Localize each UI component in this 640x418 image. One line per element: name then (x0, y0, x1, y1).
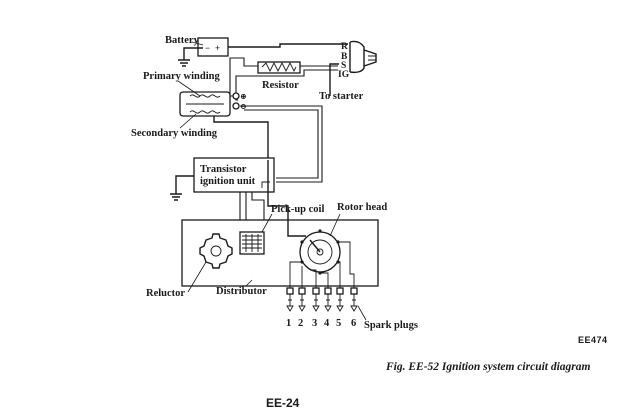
spark-plug-leads (289, 241, 355, 288)
plug-number-2: 2 (298, 318, 303, 329)
spark-plug-numbers: 1 2 3 4 5 6 (286, 318, 356, 329)
page-number: EE-24 (266, 396, 300, 410)
resistor-to-coil-wire (229, 57, 258, 97)
transistor-label-line2: ignition unit (200, 176, 256, 187)
spark-plug-1-icon (286, 287, 294, 312)
coil-hightension-lead (213, 116, 269, 160)
reluctor-label: Reluctor (146, 288, 185, 299)
to-starter-wire (329, 63, 339, 96)
figure-code: EE474 (578, 335, 608, 345)
spark-plugs-label: Spark plugs (364, 320, 418, 331)
pickup-coil-icon (239, 231, 265, 255)
coil-negative-wire-b (244, 109, 319, 179)
transistor-ground-icon (170, 175, 194, 201)
secondary-winding-label: Secondary winding (131, 128, 218, 139)
switch-terminal-ig: IG (338, 70, 350, 80)
switch-terminal-s: S (341, 61, 346, 71)
distributor-label: Distributor (216, 286, 267, 297)
ignition-coil-icon: ⊕ ⊖ (179, 91, 247, 117)
ig-bypass-wire (240, 69, 338, 77)
resistor-icon (257, 61, 301, 74)
battery-ground-icon (178, 47, 203, 67)
pickup-signal-wire-c (251, 192, 265, 226)
battery-leader (191, 41, 204, 46)
figure-caption: Fig. EE-52 Ignition system circuit diagr… (386, 361, 591, 373)
rotor-head-leader (329, 213, 341, 237)
pickup-coil-label: Pick-up coil (271, 204, 324, 215)
coil-lead-to-cap (267, 160, 306, 237)
spark-plug-5-icon (336, 287, 344, 312)
transistor-label-line1: Transistor (200, 164, 247, 175)
reluctor-icon (199, 233, 233, 269)
battery: − + (197, 37, 229, 57)
battery-plus-sign: + (215, 43, 220, 53)
battery-feed-wire (228, 43, 348, 48)
pickup-coil-leader (261, 213, 273, 233)
to-starter-label: To starter (319, 91, 364, 102)
plug-number-3: 3 (312, 318, 317, 329)
plug-number-4: 4 (324, 318, 330, 329)
switch-terminal-b: B (341, 52, 348, 62)
switch-terminal-labels: R B S IG (338, 42, 350, 80)
plug-number-6: 6 (351, 318, 356, 329)
spark-plug-6-icon (350, 287, 358, 312)
ignition-switch-icon (349, 40, 377, 74)
spark-plugs-leader (357, 305, 367, 321)
spark-plug-4-icon (324, 287, 332, 312)
primary-winding-label: Primary winding (143, 71, 220, 82)
plug-number-1: 1 (286, 318, 291, 329)
rotor-head-icon (299, 229, 341, 275)
reluctor-leader (187, 261, 207, 293)
spark-plugs (286, 287, 358, 312)
svg-text:⊕: ⊕ (240, 92, 247, 101)
distributor-leader (245, 279, 253, 287)
coil-negative-wire (240, 105, 323, 183)
spark-plug-3-icon (312, 287, 320, 312)
rotor-head-label: Rotor head (337, 202, 387, 213)
primary-winding-leader (177, 80, 201, 97)
battery-box (197, 37, 229, 57)
plug-number-5: 5 (336, 318, 341, 329)
distributor-housing (181, 219, 379, 287)
battery-label: Battery (165, 35, 200, 46)
battery-minus-sign: − (205, 43, 210, 53)
bypass-to-coil-wire (235, 75, 240, 101)
transistor-unit-box (193, 157, 275, 193)
switch-terminal-r: R (341, 42, 348, 52)
resistor-label: Resistor (262, 80, 299, 91)
spark-plug-2-icon (298, 287, 306, 312)
secondary-winding-leader (179, 113, 197, 129)
